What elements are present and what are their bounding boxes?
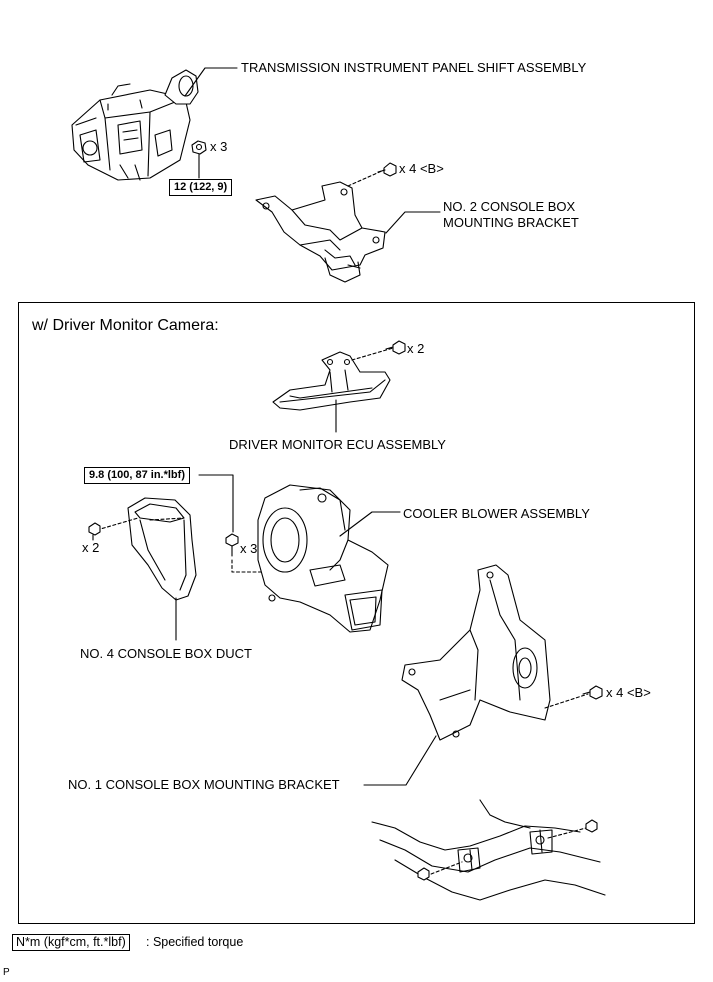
no2-bracket-leader (385, 211, 441, 234)
no4-duct-illustration (127, 497, 197, 601)
no2-bracket-label-line1: NO. 2 CONSOLE BOX (443, 199, 576, 214)
ecu-assembly-illustration (272, 351, 391, 411)
no2-bracket-label-line2: MOUNTING BRACKET (443, 215, 579, 230)
no1-bolt-quantity: x 4 <B> (606, 685, 651, 700)
torque-legend-description: : Specified torque (146, 935, 244, 949)
no1-bracket-leader (363, 735, 437, 786)
duct-screw-dash (96, 517, 139, 531)
shift-assembly-illustration (71, 69, 199, 181)
ecu-assembly-label: DRIVER MONITOR ECU ASSEMBLY (229, 437, 446, 452)
no1-bolt-dash (544, 693, 589, 709)
blower-screw-dash (231, 559, 269, 573)
cooler-blower-leader (339, 511, 401, 537)
cooler-blower-illustration (257, 484, 389, 633)
no4-duct-label: NO. 4 CONSOLE BOX DUCT (80, 646, 252, 661)
driver-monitor-camera-section (18, 302, 695, 924)
cooler-blower-label: COOLER BLOWER ASSEMBLY (403, 506, 590, 521)
section-title: w/ Driver Monitor Camera: (32, 317, 219, 334)
ecu-bolt-dash (351, 347, 394, 361)
blower-torque-leader (198, 474, 234, 533)
vehicle-floor-illustration (371, 799, 606, 901)
no2-bracket-illustration (255, 181, 386, 283)
no2-bolt-quantity: x 4 <B> (399, 161, 444, 176)
blower-screw-quantity: x 3 (240, 541, 258, 556)
shift-nut-illustration (191, 140, 207, 155)
ecu-bolt-illustration (385, 340, 406, 355)
duct-screw-quantity: x 2 (82, 540, 100, 555)
no1-bolt-illustration (582, 685, 603, 700)
blower-screw-torque-spec: 9.8 (100, 87 in.*lbf) (84, 467, 190, 484)
torque-units-legend: N*m (kgf*cm, ft.*lbf) (12, 934, 130, 951)
floor-bolt-illustration (417, 819, 598, 881)
no1-bracket-label: NO. 1 CONSOLE BOX MOUNTING BRACKET (68, 777, 340, 792)
shift-assembly-leader (184, 67, 238, 97)
shift-nut-torque-spec: 12 (122, 9) (169, 179, 233, 196)
corner-mark: P (3, 967, 10, 978)
shift-assembly-label: TRANSMISSION INSTRUMENT PANEL SHIFT ASSE… (241, 60, 587, 75)
duct-screw-illustration (88, 522, 101, 541)
ecu-bolt-quantity: x 2 (407, 341, 425, 356)
no2-bolt-dash (347, 169, 385, 187)
no2-bolt-illustration (377, 162, 397, 177)
shift-nut-quantity: x 3 (210, 139, 228, 154)
blower-screw-illustration (225, 533, 239, 557)
no1-bracket-illustration (401, 564, 551, 741)
